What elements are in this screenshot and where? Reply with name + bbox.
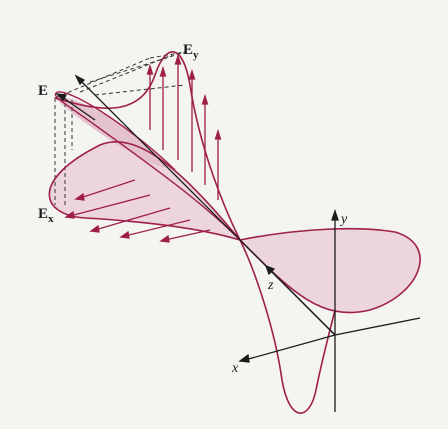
ex-lobe-lower-fill <box>240 228 421 313</box>
label-E: E <box>38 83 48 99</box>
e-resultant-curve <box>54 91 241 241</box>
dashed-guides <box>54 51 186 205</box>
ex-arrows <box>64 179 211 243</box>
label-axis-x: x <box>231 361 239 376</box>
label-axis-z: z <box>267 278 274 293</box>
ey-wave-curve <box>54 51 241 241</box>
label-axis-y: y <box>339 212 348 227</box>
ey-arrows <box>146 53 222 200</box>
ex-wave-curve-upper <box>48 140 241 241</box>
e-lobe-fill <box>55 97 170 169</box>
ex-wave-curve-lower <box>239 227 421 314</box>
e-vector-arrow <box>55 93 96 121</box>
label-Ex: Ex <box>38 206 54 225</box>
axes-origin <box>238 208 421 412</box>
ex-lobe-upper-fill <box>49 141 240 240</box>
ey-wave-curve-lower <box>239 239 336 414</box>
label-Ey: Ey <box>183 42 199 61</box>
